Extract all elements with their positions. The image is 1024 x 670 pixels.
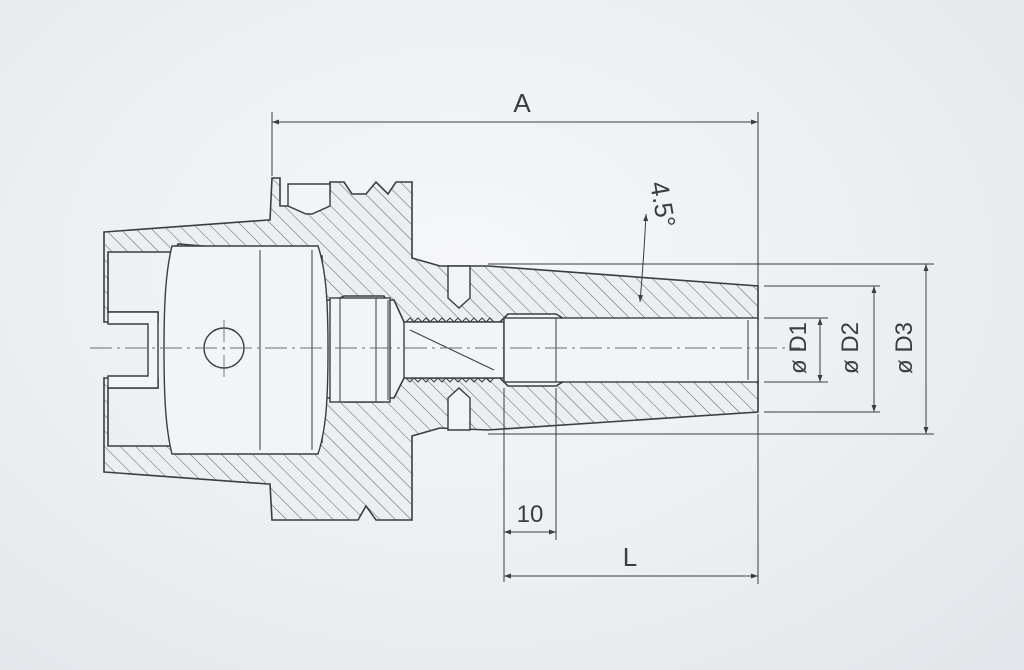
dimension-ten: 10: [503, 388, 557, 582]
holder-section: [103, 177, 759, 521]
balance-screw-bottom: [447, 387, 471, 431]
dimension-d1: ø D1: [764, 317, 828, 383]
angle-arc: [638, 213, 649, 303]
tool-bore: [503, 317, 759, 383]
dimension-a-label: A: [513, 88, 531, 118]
inner-cavity: [163, 245, 329, 455]
d1-label: ø D1: [785, 322, 812, 374]
clamp-notch: [107, 311, 159, 389]
d3-label: ø D3: [891, 322, 918, 374]
balance-screw-top: [447, 265, 471, 309]
thread-lines: [405, 317, 495, 383]
dimension-l-label: L: [623, 542, 637, 572]
dimension-l: L: [504, 414, 759, 584]
holder-lower-half: [103, 377, 759, 521]
key-slot: [287, 183, 331, 215]
d2-label: ø D2: [837, 322, 864, 374]
thread-section-line: [409, 329, 495, 371]
dimension-a: A: [271, 88, 759, 286]
thread-bore: [403, 321, 505, 379]
angle-label: 4.5°: [644, 179, 682, 230]
dimension-ten-label: 10: [517, 501, 544, 528]
dimension-d3: ø D3: [488, 263, 934, 435]
coolant-tube: [329, 297, 391, 403]
dimension-d2: ø D2: [764, 285, 880, 413]
